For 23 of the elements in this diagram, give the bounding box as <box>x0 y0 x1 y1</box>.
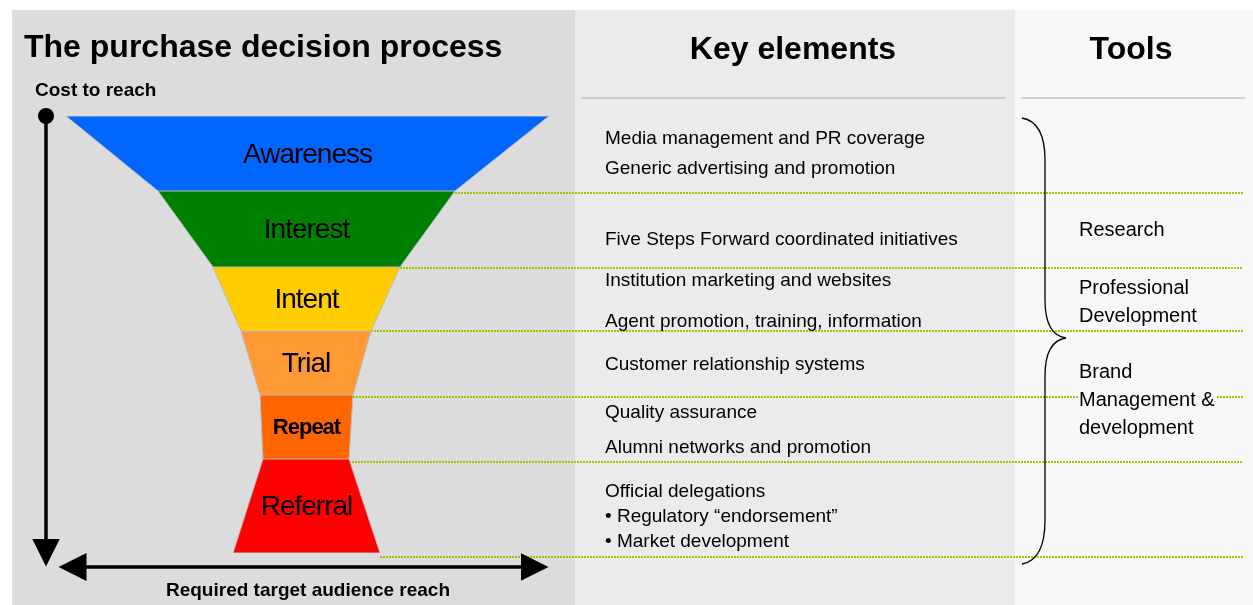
tool-text: Research <box>1079 218 1165 241</box>
key-element-text: Five Steps Forward coordinated initiatives <box>605 228 958 250</box>
stage-label: Awareness <box>243 137 372 170</box>
key-element-text: Alumni networks and promotion <box>605 436 872 458</box>
key-element-text: Agent promotion, training, information <box>605 310 922 332</box>
key-element-text: Quality assurance <box>605 401 758 423</box>
column-heading: Key elements <box>689 30 897 67</box>
stage-label: Interest <box>263 212 350 246</box>
stage-label: Trial <box>281 346 331 380</box>
key-element-text: • Market development <box>605 530 790 552</box>
stage-label: Referral <box>260 489 353 523</box>
key-element-text: Customer relationship systems <box>605 353 865 375</box>
key-element-text: Official delegations <box>605 480 766 502</box>
key-element-text: • Regulatory “endorsement” <box>605 505 838 527</box>
key-element-text: Generic advertising and promotion <box>605 157 896 179</box>
key-element-text: Institution marketing and websites <box>605 269 892 291</box>
column-heading: The purchase decision process <box>24 28 503 65</box>
axis-label: Required target audience reach <box>166 579 450 601</box>
key-element-text: Media management and PR coverage <box>605 127 926 149</box>
stage-label: Intent <box>274 282 339 316</box>
stage-label: Repeat <box>272 414 341 440</box>
axis-label: Cost to reach <box>35 79 157 101</box>
column-heading: Tools <box>1089 30 1173 67</box>
